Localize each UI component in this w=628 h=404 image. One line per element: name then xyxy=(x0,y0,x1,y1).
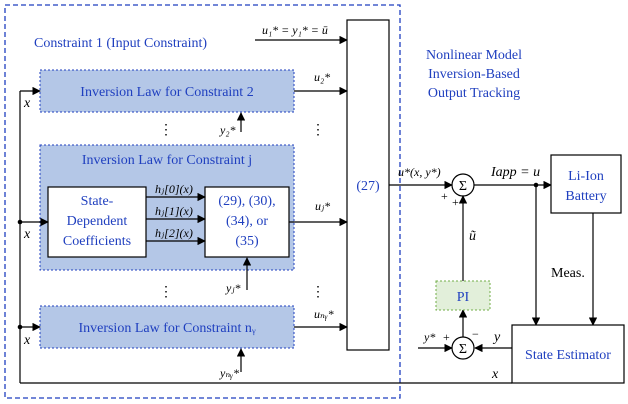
vdots-right-1: ⋮ xyxy=(311,123,325,138)
y-label: y xyxy=(492,330,501,345)
battery-block xyxy=(550,154,622,214)
state-estimator-label: State Estimator xyxy=(525,348,611,363)
uny-label: uₙᵧ* xyxy=(314,307,334,321)
equations-line1: (29), (30), xyxy=(218,194,275,209)
outer-dashed-boundary xyxy=(4,4,401,399)
x-label-estimator: x xyxy=(491,367,499,382)
equations-line2: (34), or xyxy=(226,214,268,229)
battery-line2: Battery xyxy=(565,189,606,204)
sum-junction-2-symbol: Σ xyxy=(459,342,467,357)
u1-equation-label: u₁* = y₁* = ū xyxy=(262,23,328,37)
battery-line1: Li-Ion xyxy=(568,169,604,184)
constraint1-label: Constraint 1 (Input Constraint) xyxy=(34,36,207,51)
sdc-line3: Coefficients xyxy=(63,234,131,249)
h2-label: hⱼ[2](x) xyxy=(155,226,193,240)
y2-label: y₂* xyxy=(219,123,236,137)
vdots-left-2: ⋮ xyxy=(159,285,173,300)
inversion-law-j-label: Inversion Law for Constraint j xyxy=(82,153,252,168)
title-line2: Inversion-Based xyxy=(428,67,520,82)
x-label-1: x xyxy=(23,96,31,111)
ustar-label: u*(x, y*) xyxy=(398,165,441,179)
u2-label: u₂* xyxy=(314,70,330,84)
title-line1: Nonlinear Model xyxy=(426,48,522,63)
h1-label: hⱼ[1](x) xyxy=(155,204,193,218)
sdc-line2: Dependent xyxy=(67,214,128,229)
sum-junction-1-symbol: Σ xyxy=(459,179,467,194)
block-27-label: (27) xyxy=(356,179,380,194)
pi-block xyxy=(435,280,491,311)
sum2-plus: + xyxy=(443,330,450,344)
x-junction-low xyxy=(17,324,23,330)
uj-label: uⱼ* xyxy=(315,199,330,213)
equations-block xyxy=(204,186,290,258)
iapp-label: Iapp = u xyxy=(490,165,540,180)
inversion-law-ny-label: Inversion Law for Constraint nᵧ xyxy=(78,321,255,336)
sum1-plus-bottom: + xyxy=(452,195,459,209)
inversion-law-2-block xyxy=(39,69,295,113)
inversion-law-2-label: Inversion Law for Constraint 2 xyxy=(80,85,253,100)
title-line3: Output Tracking xyxy=(428,86,520,101)
state-estimator-block xyxy=(511,324,625,384)
utilde-label: ũ xyxy=(469,229,476,244)
x-junction-mid xyxy=(17,219,23,225)
vdots-left-1: ⋮ xyxy=(159,123,173,138)
sum2-minus: − xyxy=(472,327,479,341)
sdc-line1: State- xyxy=(81,194,114,209)
h0-label: hⱼ[0](x) xyxy=(155,182,193,196)
x-label-3: x xyxy=(23,333,31,348)
meas-label: Meas. xyxy=(551,266,585,281)
pi-label: PI xyxy=(457,290,470,305)
ystar-label: y* xyxy=(423,330,435,344)
sdc-block xyxy=(47,186,147,258)
yny-label: yₙᵧ* xyxy=(219,366,239,380)
inversion-law-ny-block xyxy=(39,305,295,349)
sum1-plus-left: + xyxy=(441,189,448,203)
vdots-right-2: ⋮ xyxy=(311,285,325,300)
yj-label: yⱼ* xyxy=(225,281,241,295)
equations-line3: (35) xyxy=(235,234,259,249)
x-label-2: x xyxy=(23,227,31,242)
